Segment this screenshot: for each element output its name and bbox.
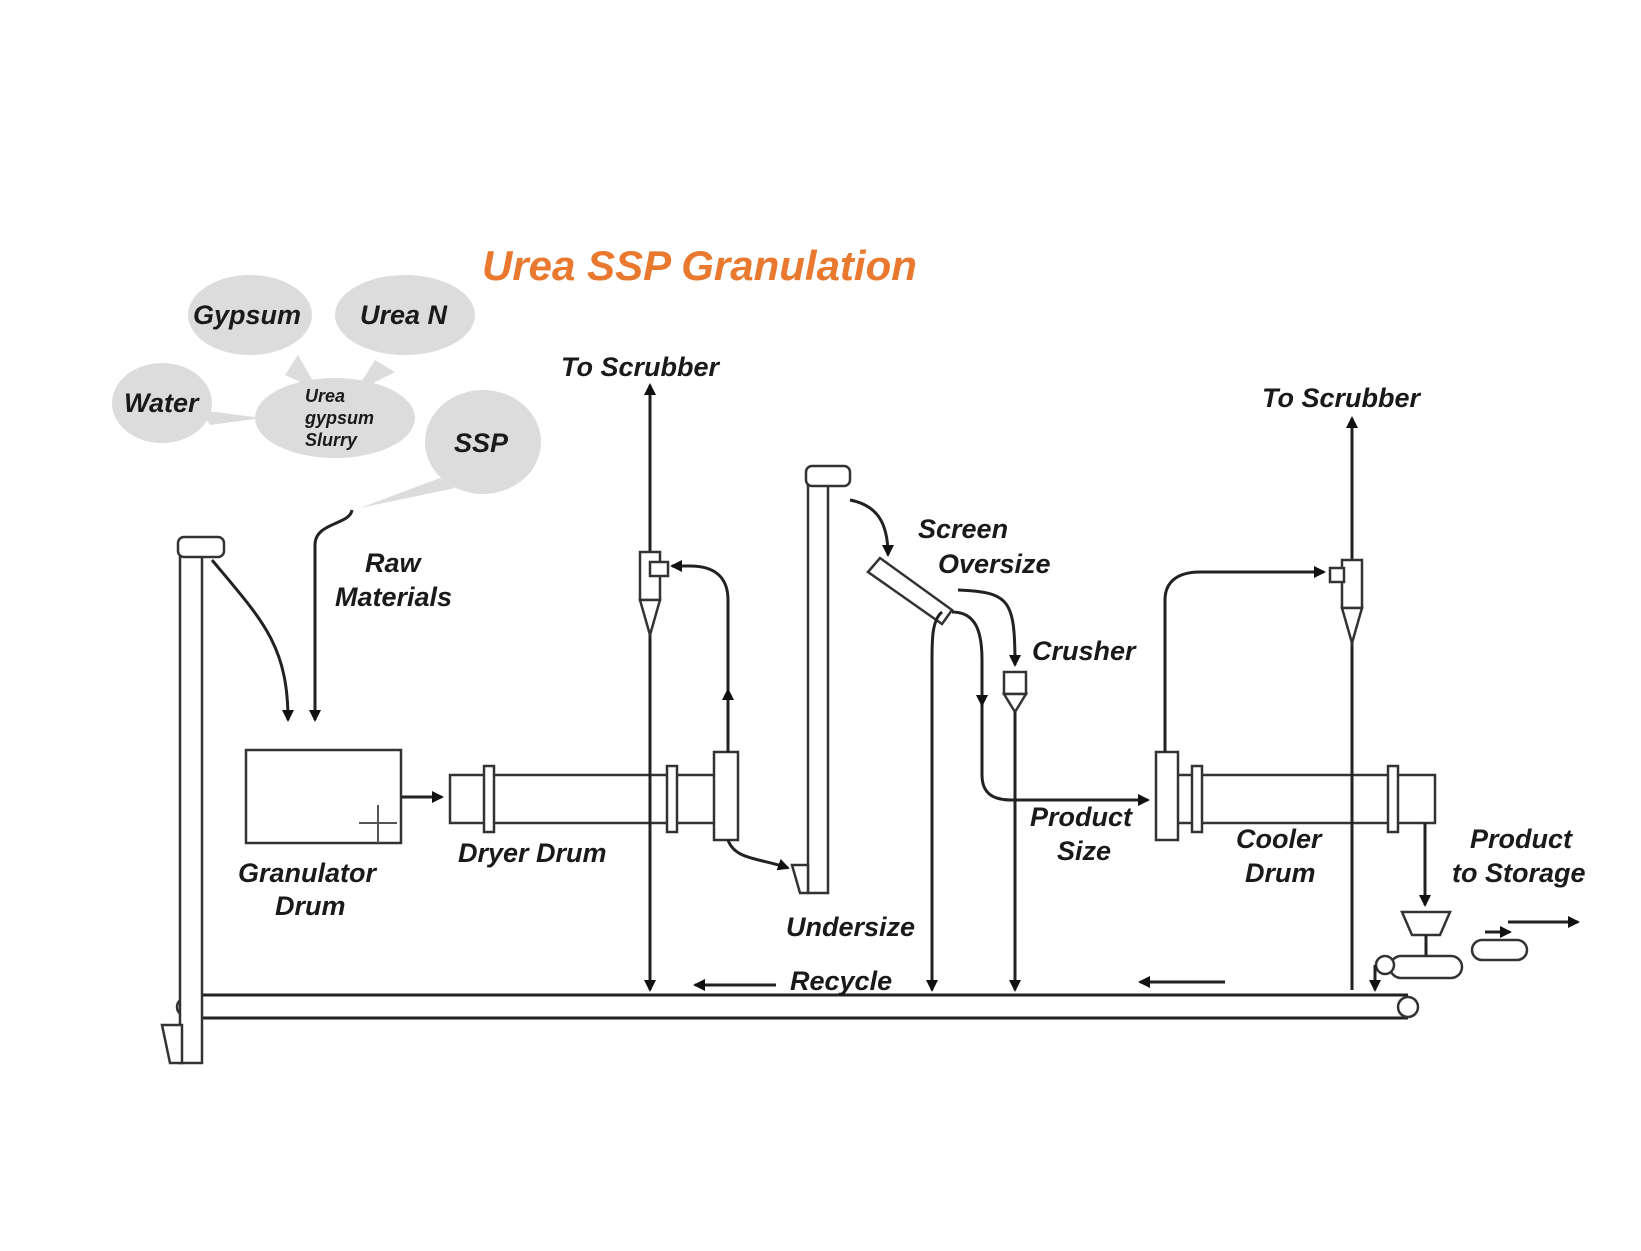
ssp-label: SSP [454,428,509,458]
recycle-label: Recycle [790,966,892,996]
cooler-drum [1154,750,1437,842]
to-scrubber-label-1: To Scrubber [561,352,721,382]
bucket-elevator-2 [790,464,894,895]
cursor-crosshair-icon [359,805,397,843]
product-size-label-1: Product [1030,802,1133,832]
cooler-drum-label-2: Drum [1245,858,1316,888]
screen [866,556,954,626]
oversize-label: Oversize [938,549,1051,579]
undersize-line [926,610,944,992]
diagram-title: Urea SSP Granulation [482,242,917,289]
dryer-drum-label: Dryer Drum [458,838,607,868]
product-discharge [1369,823,1580,992]
cooler-drum-label-1: Cooler [1236,824,1323,854]
raw-materials-label-2: Materials [335,582,452,612]
water-bubble [112,363,212,443]
cyclone-2 [1163,416,1364,990]
bucket-elevator-1 [160,535,294,1065]
recycle-conveyor [175,993,1420,1020]
granulator-drum-label-2: Drum [275,891,346,921]
urea-n-bubble [335,275,475,355]
granulator-drum [244,748,403,845]
product-size-label-2: Size [1057,836,1111,866]
water-label: Water [124,388,200,418]
product-to-storage-label-1: Product [1470,824,1573,854]
product-size-line [951,610,1150,806]
undersize-label: Undersize [786,912,915,942]
to-scrubber-label-2: To Scrubber [1262,383,1422,413]
slurry-bubble [255,378,415,458]
gypsum-label: Gypsum [193,300,301,330]
granulator-drum-label-1: Granulator [238,858,378,888]
crusher-label: Crusher [1032,636,1137,666]
product-to-storage-label-2: to Storage [1452,858,1586,888]
input-bubbles: Gypsum Urea N Water Urea gypsum Slurry S… [112,275,541,508]
raw-materials-feed [309,509,354,722]
dryer-to-elevator-arrow [726,839,790,871]
screen-label: Screen [918,514,1008,544]
cyclone-1 [638,383,734,992]
ssp-bubble [425,390,541,494]
slurry-label-2: gypsum [304,408,374,428]
raw-materials-label-1: Raw [365,548,423,578]
slurry-label-3: Slurry [305,430,358,450]
slurry-label-1: Urea [305,386,345,406]
gypsum-bubble [188,275,312,355]
urea-n-label: Urea N [360,300,448,330]
crusher [1001,670,1029,992]
dryer-drum [448,750,740,842]
